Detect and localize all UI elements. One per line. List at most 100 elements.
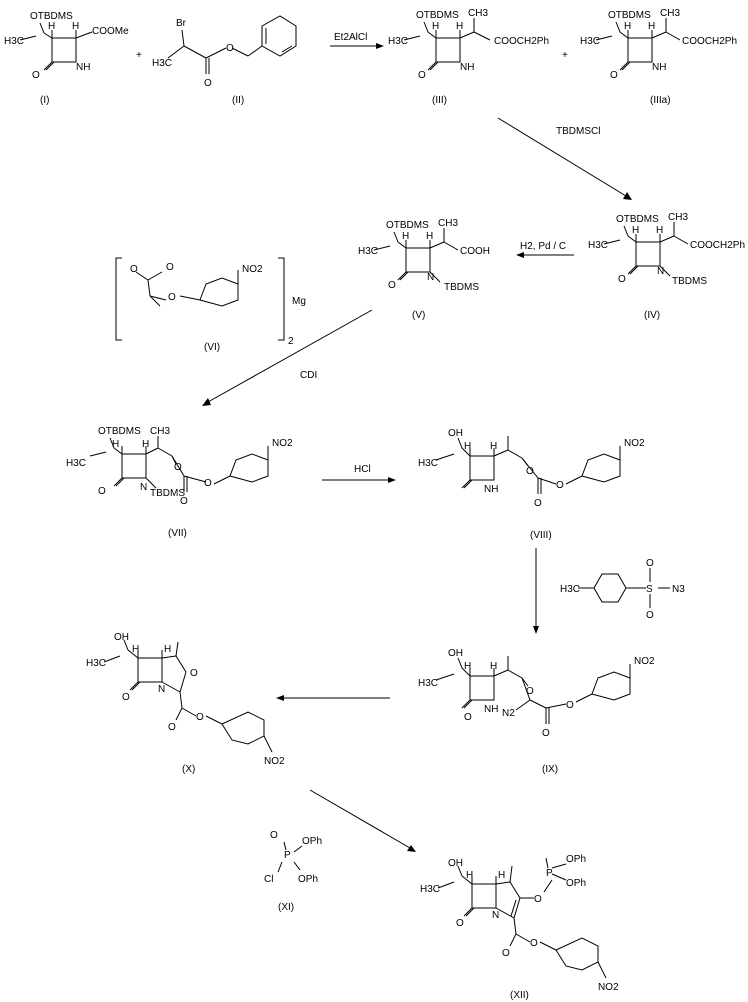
group-label: NO2 [598, 982, 619, 993]
group-label: Br [176, 18, 187, 29]
group-label: H3C [66, 458, 86, 469]
compound-III: OTBDMS H3C H H CH3 COOCH2Ph O NH (III) [388, 8, 549, 106]
compound-label: (IX) [542, 764, 558, 775]
group-label: O [456, 918, 464, 929]
compound-label: (II) [232, 95, 244, 106]
group-label: O [502, 948, 510, 959]
group-label: H [132, 644, 139, 655]
tosyl-azide-reagent: H3C S O O N3 [560, 558, 685, 621]
compound-label: (I) [40, 95, 49, 106]
arrow-to-X [276, 695, 390, 701]
group-label: NO2 [634, 656, 655, 667]
group-label: H3C [388, 36, 408, 47]
compound-label: (XI) [278, 902, 294, 913]
compound-XII: OH H3C H H O P OPh OPh O N O O NO2 (XII) [420, 854, 619, 1001]
compound-II: Br H3C O O (II) [152, 15, 297, 106]
group-label: OTBDMS [98, 426, 141, 437]
reagent-label: O [646, 610, 654, 621]
group-label: H3C [4, 36, 24, 47]
group-label: OPh [298, 874, 318, 885]
group-label: O [542, 728, 550, 739]
group-label: O [526, 686, 534, 697]
group-label: OPh [566, 854, 586, 865]
group-label: O [122, 692, 130, 703]
reagent-label: S [646, 584, 653, 595]
group-label: OTBDMS [30, 11, 73, 22]
reagent-label: N3 [672, 584, 685, 595]
group-label: OTBDMS [608, 10, 651, 21]
group-label: OTBDMS [386, 220, 429, 231]
group-label: H [464, 661, 471, 672]
compound-VI: O O O NO2 Mg 2 (VI) [115, 257, 306, 353]
compound-label: (III) [432, 95, 447, 106]
reagent-label: HCl [354, 464, 371, 475]
group-label: H [142, 439, 149, 450]
group-label: O [190, 668, 198, 679]
group-label: OH [448, 428, 463, 439]
group-label: NO2 [624, 438, 645, 449]
group-label: OH [114, 632, 129, 643]
arrow-to-VIII: HCl [322, 464, 396, 483]
group-label: TBDMS [150, 488, 185, 499]
group-label: Mg [292, 296, 306, 307]
compound-VIII: OH H3C H H O NH O O NO2 (VIII) [418, 428, 645, 541]
group-label: O [204, 78, 212, 89]
group-label: O [566, 700, 574, 711]
group-label: O [610, 70, 618, 81]
group-label: COOCH2Ph [494, 36, 549, 47]
group-label: CH3 [438, 218, 458, 229]
compound-label: (XII) [510, 990, 529, 1001]
group-label: H3C [588, 240, 608, 251]
group-label: TBDMS [672, 276, 707, 287]
group-label: OPh [302, 836, 322, 847]
compound-label: (VII) [168, 528, 187, 539]
compound-label: (VIII) [530, 530, 552, 541]
group-label: O [530, 938, 538, 949]
group-label: H [466, 870, 473, 881]
group-label: O [168, 292, 176, 303]
group-label: O [464, 712, 472, 723]
group-label: N [492, 910, 499, 921]
group-label: NH [76, 62, 90, 73]
group-label: O [526, 466, 534, 477]
group-label: H [624, 21, 631, 32]
group-label: N [427, 272, 434, 283]
plus-sign: + [562, 50, 568, 61]
group-label: OPh [566, 878, 586, 889]
reagent-label: H3C [560, 584, 580, 595]
group-label: H [426, 231, 433, 242]
compound-label: (X) [182, 764, 195, 775]
compound-X: OH H3C H H O O N O O NO2 (X) [86, 632, 285, 775]
group-label: N2 [502, 708, 515, 719]
reagent-label: H2, Pd / C [520, 241, 566, 252]
group-label: P [284, 850, 291, 861]
reagent-label: Et2AlCl [334, 32, 367, 43]
group-label: H [656, 225, 663, 236]
group-label: H3C [418, 678, 438, 689]
group-label: O [32, 70, 40, 81]
arrow-to-VII: CDI [202, 309, 373, 406]
arrow-to-III: Et2AlCl [330, 32, 384, 49]
group-label: N [657, 266, 664, 277]
arrow-to-IX [533, 548, 539, 634]
group-label: NH [484, 704, 498, 715]
compound-label: (V) [412, 310, 425, 321]
plus-sign: + [136, 50, 142, 61]
group-label: H3C [86, 658, 106, 669]
compound-label: (IIIa) [650, 95, 671, 106]
group-label: H [464, 441, 471, 452]
group-label: 2 [288, 336, 294, 347]
group-label: COOMe [92, 26, 129, 37]
group-label: O [130, 264, 138, 275]
group-label: NH [484, 484, 498, 495]
group-label: TBDMS [444, 282, 479, 293]
reagent-label: O [646, 558, 654, 569]
arrow-to-XII [309, 789, 416, 852]
compound-IX: OH H3C H H O NH N2 O O O NO2 (IX) [418, 648, 655, 775]
compound-label: (IV) [644, 310, 660, 321]
group-label: O [196, 712, 204, 723]
group-label: H [490, 661, 497, 672]
group-label: H3C [418, 458, 438, 469]
group-label: H3C [580, 36, 600, 47]
